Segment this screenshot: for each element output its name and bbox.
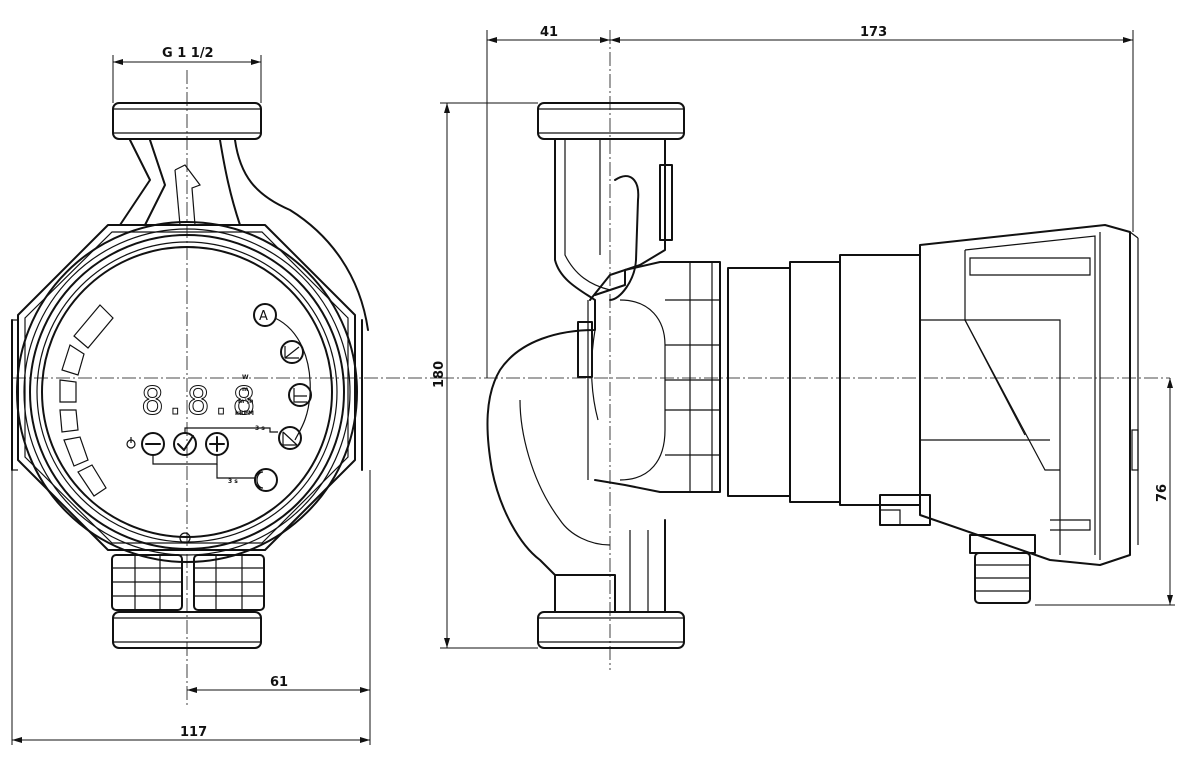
plus-button[interactable] <box>205 432 229 456</box>
dim-length-top: 173 <box>610 25 1134 232</box>
proportional-pressure-icon <box>284 346 300 359</box>
hold-3s-bottom: 3 s <box>228 478 238 485</box>
front-display-window <box>41 246 333 538</box>
mode-proportional[interactable] <box>280 340 304 364</box>
power-icon[interactable] <box>126 437 136 449</box>
front-bezel-outer <box>16 221 358 563</box>
front-bottom-flange <box>112 611 262 649</box>
mode-a-label: A <box>259 309 268 324</box>
hold-3s-top: 3 s <box>255 425 265 432</box>
control-panel: 3 s 3 s <box>126 425 278 492</box>
display-digits: 8.8.8 <box>141 379 255 423</box>
night-mode-button[interactable] <box>254 468 278 492</box>
dim-thread-label: G 1 1/2 <box>162 46 214 61</box>
dim-center-height-label: 76 <box>1155 484 1170 502</box>
front-cable-glands <box>111 554 265 611</box>
front-top-flange <box>112 102 262 140</box>
bar-graph <box>59 304 114 497</box>
mode-selector: A <box>253 303 312 450</box>
front-housing-outline <box>17 224 356 551</box>
front-view: 8.8.8 W m m³/h kRPM <box>11 46 440 745</box>
dim-width: 117 <box>11 470 370 745</box>
constant-pressure-icon <box>293 388 307 403</box>
unit-labels: W m m³/h kRPM <box>235 374 254 417</box>
side-bottom-flange <box>537 611 685 649</box>
mode-curve[interactable] <box>278 426 302 450</box>
unit-krpm: kRPM <box>235 410 254 417</box>
dim-length-top-label: 173 <box>860 25 887 40</box>
night-mode-icon <box>254 471 264 489</box>
dim-thread: G 1 1/2 <box>112 46 262 103</box>
mode-constant[interactable] <box>288 383 312 407</box>
dim-half-width: 61 <box>187 470 371 745</box>
constant-curve-icon <box>282 431 298 446</box>
check-icon <box>177 435 194 451</box>
side-volute-outline <box>486 139 596 613</box>
mode-auto[interactable]: A <box>253 303 277 327</box>
dim-offset-top-label: 41 <box>540 25 558 40</box>
side-stator <box>727 267 791 497</box>
side-view: 41 173 180 76 <box>432 25 1175 670</box>
unit-m: m <box>242 386 248 393</box>
dim-center-height: 76 <box>1035 378 1175 606</box>
dim-half-width-label: 61 <box>270 675 288 690</box>
dim-height-label: 180 <box>432 361 447 388</box>
side-control-box <box>919 224 1131 566</box>
side-motor-adapter <box>594 261 721 493</box>
side-top-flange <box>537 102 685 140</box>
dim-offset-top: 41 <box>486 25 610 378</box>
unit-m3h: m³/h <box>238 398 253 405</box>
minus-button[interactable] <box>141 432 165 456</box>
side-stator-ring <box>839 254 921 506</box>
unit-w: W <box>242 374 249 381</box>
confirm-button[interactable] <box>173 432 197 456</box>
dim-width-label: 117 <box>180 725 207 740</box>
dim-height: 180 <box>432 102 538 649</box>
